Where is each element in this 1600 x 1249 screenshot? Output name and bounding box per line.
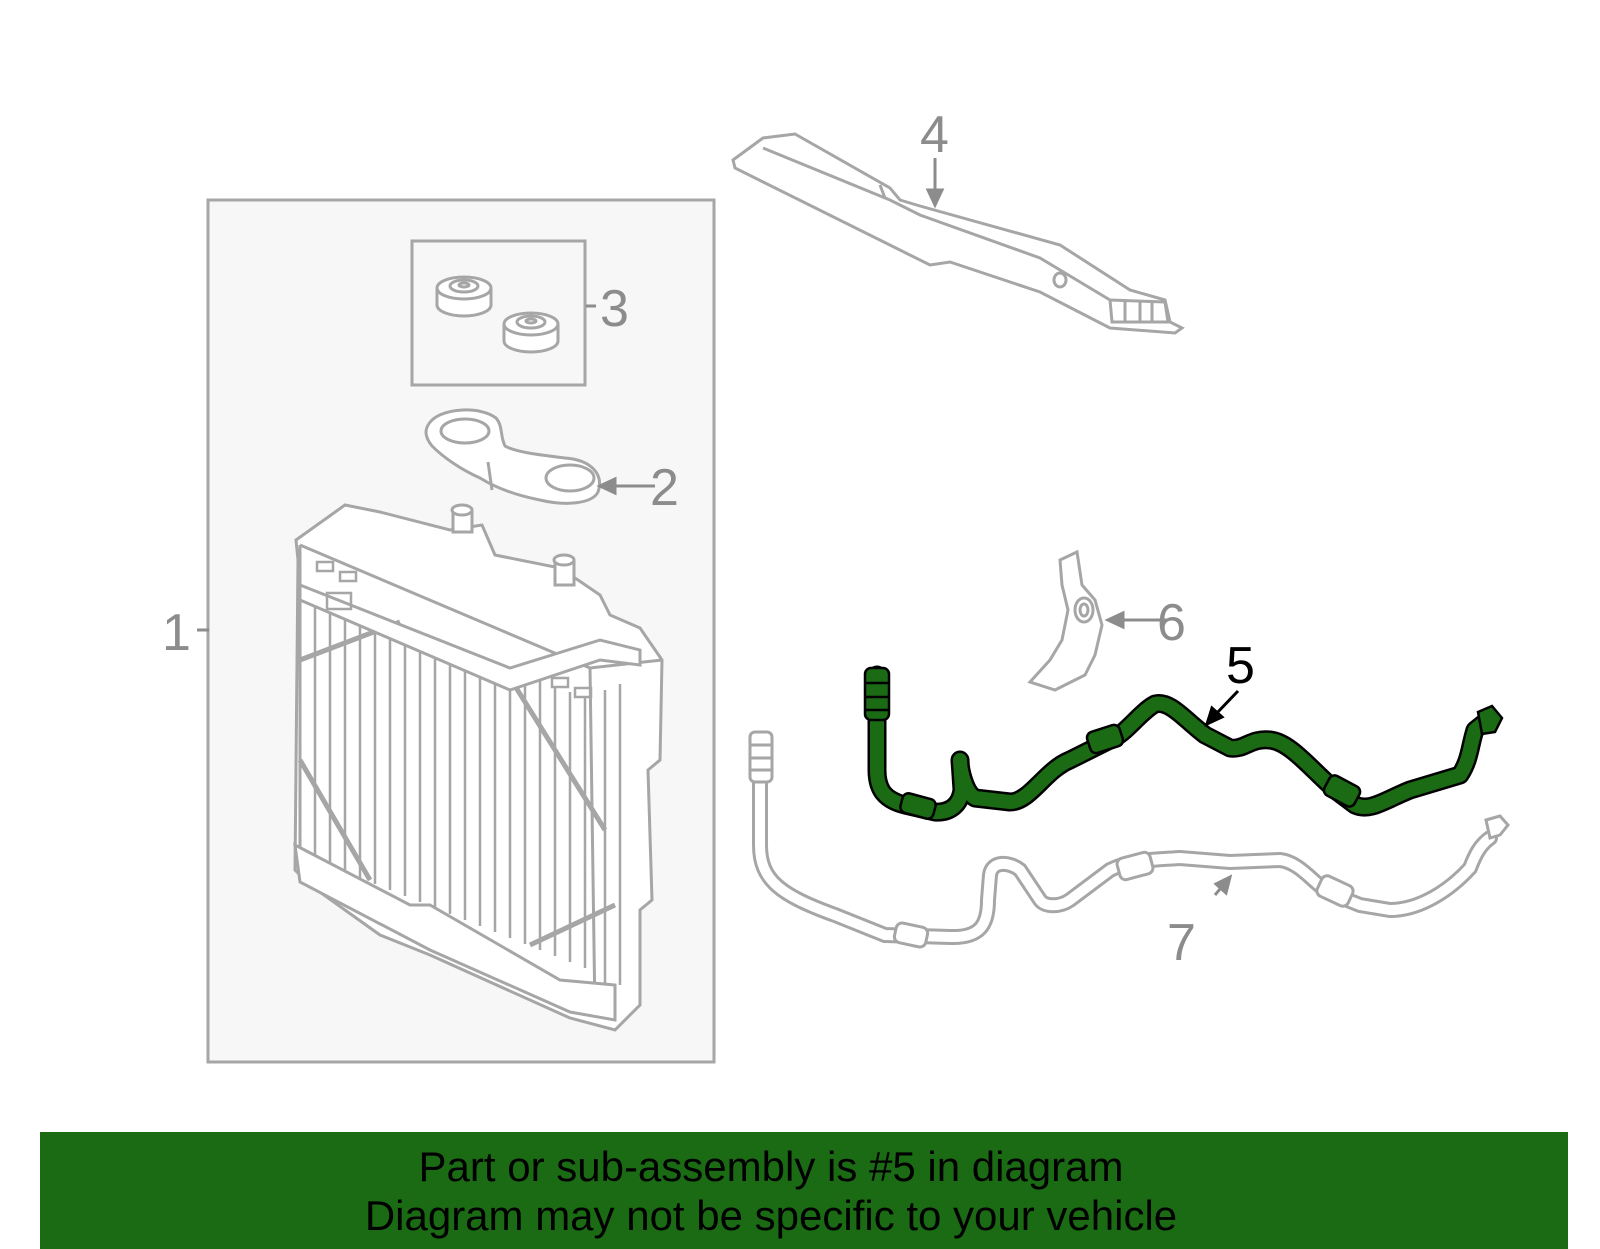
banner-line-1: Part or sub-assembly is #5 in diagram (418, 1143, 1124, 1190)
part-3-mounts[interactable] (410, 239, 587, 387)
part-6-bracket[interactable] (1027, 549, 1104, 692)
callout-3: 3 (600, 280, 629, 338)
part-4-rail[interactable] (731, 132, 1185, 335)
mount-1 (435, 275, 493, 318)
radiator-slots (315, 560, 593, 699)
callout-6: 6 (1157, 594, 1186, 652)
mount-2 (502, 311, 560, 354)
part-7-line[interactable] (748, 730, 1510, 949)
leader-line-5 (1204, 689, 1240, 727)
part-2-bracket[interactable] (424, 408, 601, 505)
radiator-top-tank (298, 582, 642, 692)
info-banner: Part or sub-assembly is #5 in diagram Di… (40, 1132, 1568, 1249)
radiator-bottom-tank (293, 842, 617, 1022)
callout-1: 1 (162, 604, 191, 662)
part-7-fittings (748, 730, 1510, 949)
part-5-oil-cooler-line[interactable] (863, 665, 1504, 822)
callout-2: 2 (650, 459, 679, 517)
leader-lines (197, 158, 1233, 896)
banner-line-2: Diagram may not be specific to your vehi… (364, 1192, 1178, 1239)
part-1-radiator[interactable] (293, 503, 664, 1032)
part-5-fittings (863, 666, 1504, 820)
callout-5: 5 (1226, 637, 1255, 695)
callout-7: 7 (1167, 914, 1196, 972)
callout-4: 4 (920, 106, 949, 164)
radiator-core-fins (313, 590, 622, 985)
radiator-filler-necks (450, 503, 576, 587)
